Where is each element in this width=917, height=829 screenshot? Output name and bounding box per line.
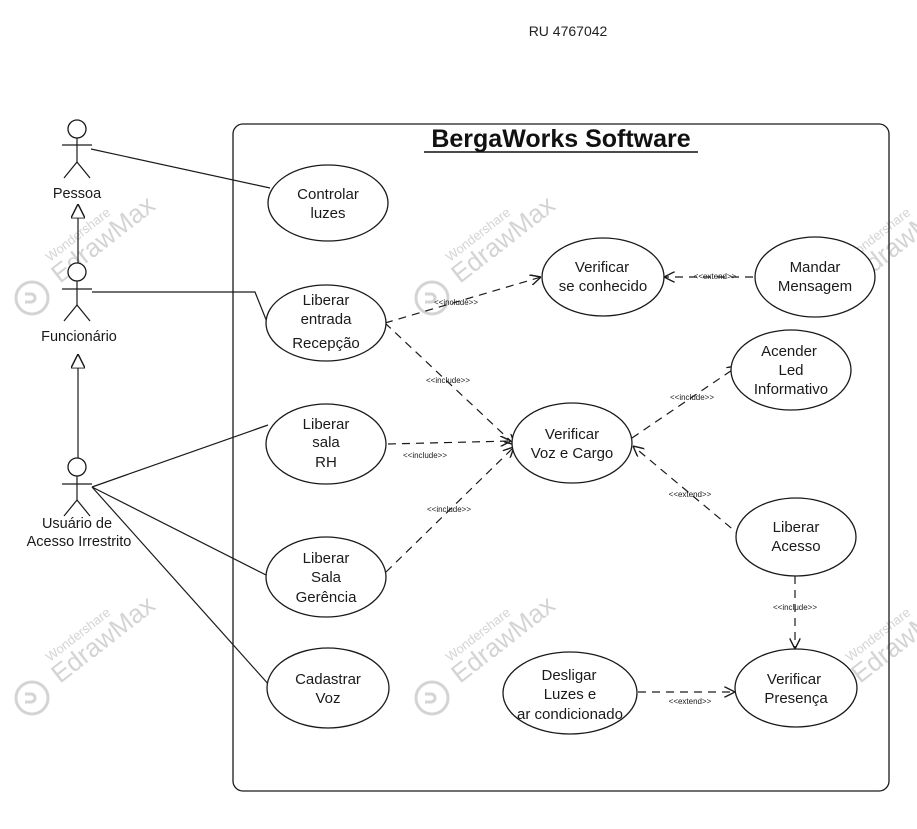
svg-text:Mandar: Mandar xyxy=(790,259,841,276)
usecase-verificar-presenca[interactable]: Verificar Presença xyxy=(734,648,858,728)
include-rh-voz xyxy=(387,441,511,444)
include-label-1: <<include>> xyxy=(434,298,478,307)
svg-text:Controlar: Controlar xyxy=(297,186,359,203)
usecase-liberar-sala-gerencia[interactable]: Liberar Sala Gerência xyxy=(265,536,387,618)
include-label-2: <<include>> xyxy=(426,376,470,385)
svg-text:Sala: Sala xyxy=(311,569,342,586)
watermark-1: Wondershare EdrawMax xyxy=(14,189,160,316)
extend-label-1: <<extend>> xyxy=(694,272,737,281)
actor-funcionario[interactable]: Funcionário xyxy=(41,262,117,345)
svg-text:luzes: luzes xyxy=(310,205,345,222)
extend-label-3: <<extend>> xyxy=(669,697,712,706)
svg-text:sala: sala xyxy=(312,434,340,451)
include-label-3: <<include>> xyxy=(403,451,447,460)
actor-usuario-acesso-irrestrito[interactable]: Usuário de Acesso Irrestrito xyxy=(27,457,132,550)
include-label-5: <<include>> xyxy=(670,393,714,402)
svg-text:Mensagem: Mensagem xyxy=(778,278,852,295)
assoc-irrestrito-cadastrar xyxy=(91,486,271,687)
system-boundary xyxy=(232,123,890,792)
actor-irrestrito-label-2: Acesso Irrestrito xyxy=(27,534,132,550)
actor-pessoa[interactable]: Pessoa xyxy=(53,119,102,202)
svg-text:Verificar: Verificar xyxy=(545,426,599,443)
usecase-liberar-entrada-recepcao[interactable]: Liberar entrada Recepção xyxy=(265,284,387,362)
assoc-irrestrito-gerencia xyxy=(91,486,269,577)
include-voz-led xyxy=(631,366,738,439)
assoc-funcionario-recepcao xyxy=(92,291,268,323)
svg-text:Verificar: Verificar xyxy=(575,259,629,276)
include-label-6: <<include>> xyxy=(773,603,817,612)
include-gerencia-voz xyxy=(385,447,514,573)
svg-text:Verificar: Verificar xyxy=(767,671,821,688)
system-title: BergaWorks Software xyxy=(431,125,690,153)
usecase-acender-led-informativo[interactable]: Acender Led Informativo xyxy=(730,329,852,411)
svg-text:Gerência: Gerência xyxy=(296,589,358,606)
svg-text:Luzes e: Luzes e xyxy=(544,686,597,703)
svg-text:Acesso: Acesso xyxy=(771,538,820,555)
usecase-liberar-acesso[interactable]: Liberar Acesso xyxy=(735,497,857,577)
svg-text:Liberar: Liberar xyxy=(303,416,350,433)
svg-text:Recepção: Recepção xyxy=(292,335,360,352)
watermark-4: Wondershare EdrawMax xyxy=(14,589,160,716)
actor-irrestrito-label-1: Usuário de xyxy=(42,516,112,532)
usecase-verificar-voz-e-cargo[interactable]: Verificar Voz e Cargo xyxy=(511,402,633,484)
usecase-desligar-luzes-ar[interactable]: Desligar Luzes e ar condicionado xyxy=(502,651,638,735)
assoc-pessoa-controlar xyxy=(90,148,271,189)
svg-text:EdrawMax: EdrawMax xyxy=(845,589,917,688)
ru-label: RU 4767042 xyxy=(529,23,608,39)
svg-text:entrada: entrada xyxy=(301,311,353,328)
svg-text:Cadastrar: Cadastrar xyxy=(295,671,361,688)
svg-text:Desligar: Desligar xyxy=(541,667,596,684)
actor-pessoa-label: Pessoa xyxy=(53,186,102,202)
usecase-mandar-mensagem[interactable]: Mandar Mensagem xyxy=(754,236,876,318)
svg-text:Voz: Voz xyxy=(315,690,340,707)
svg-text:Acender: Acender xyxy=(761,343,817,360)
svg-text:se conhecido: se conhecido xyxy=(559,278,647,295)
usecase-verificar-se-conhecido[interactable]: Verificar se conhecido xyxy=(541,237,665,317)
include-recepcao-voz xyxy=(384,322,515,445)
svg-text:Liberar: Liberar xyxy=(773,519,820,536)
svg-text:Liberar: Liberar xyxy=(303,550,350,567)
svg-text:Led: Led xyxy=(778,362,803,379)
usecase-cadastrar-voz[interactable]: Cadastrar Voz xyxy=(266,647,390,729)
usecase-liberar-sala-rh[interactable]: Liberar sala RH xyxy=(265,403,387,485)
svg-text:ar condicionado: ar condicionado xyxy=(517,706,623,723)
svg-text:Presença: Presença xyxy=(764,690,828,707)
svg-text:Liberar: Liberar xyxy=(303,292,350,309)
svg-text:RH: RH xyxy=(315,454,337,471)
usecase-controlar-luzes[interactable]: Controlar luzes xyxy=(267,164,389,242)
watermark-2: Wondershare EdrawMax xyxy=(414,189,560,316)
svg-text:Informativo: Informativo xyxy=(754,381,828,398)
assoc-irrestrito-rh xyxy=(91,424,269,488)
include-label-4: <<include>> xyxy=(427,505,471,514)
svg-text:Voz e Cargo: Voz e Cargo xyxy=(531,445,614,462)
extend-acesso-voz xyxy=(633,446,743,538)
actor-funcionario-label: Funcionário xyxy=(41,329,117,345)
extend-label-2: <<extend>> xyxy=(669,490,712,499)
